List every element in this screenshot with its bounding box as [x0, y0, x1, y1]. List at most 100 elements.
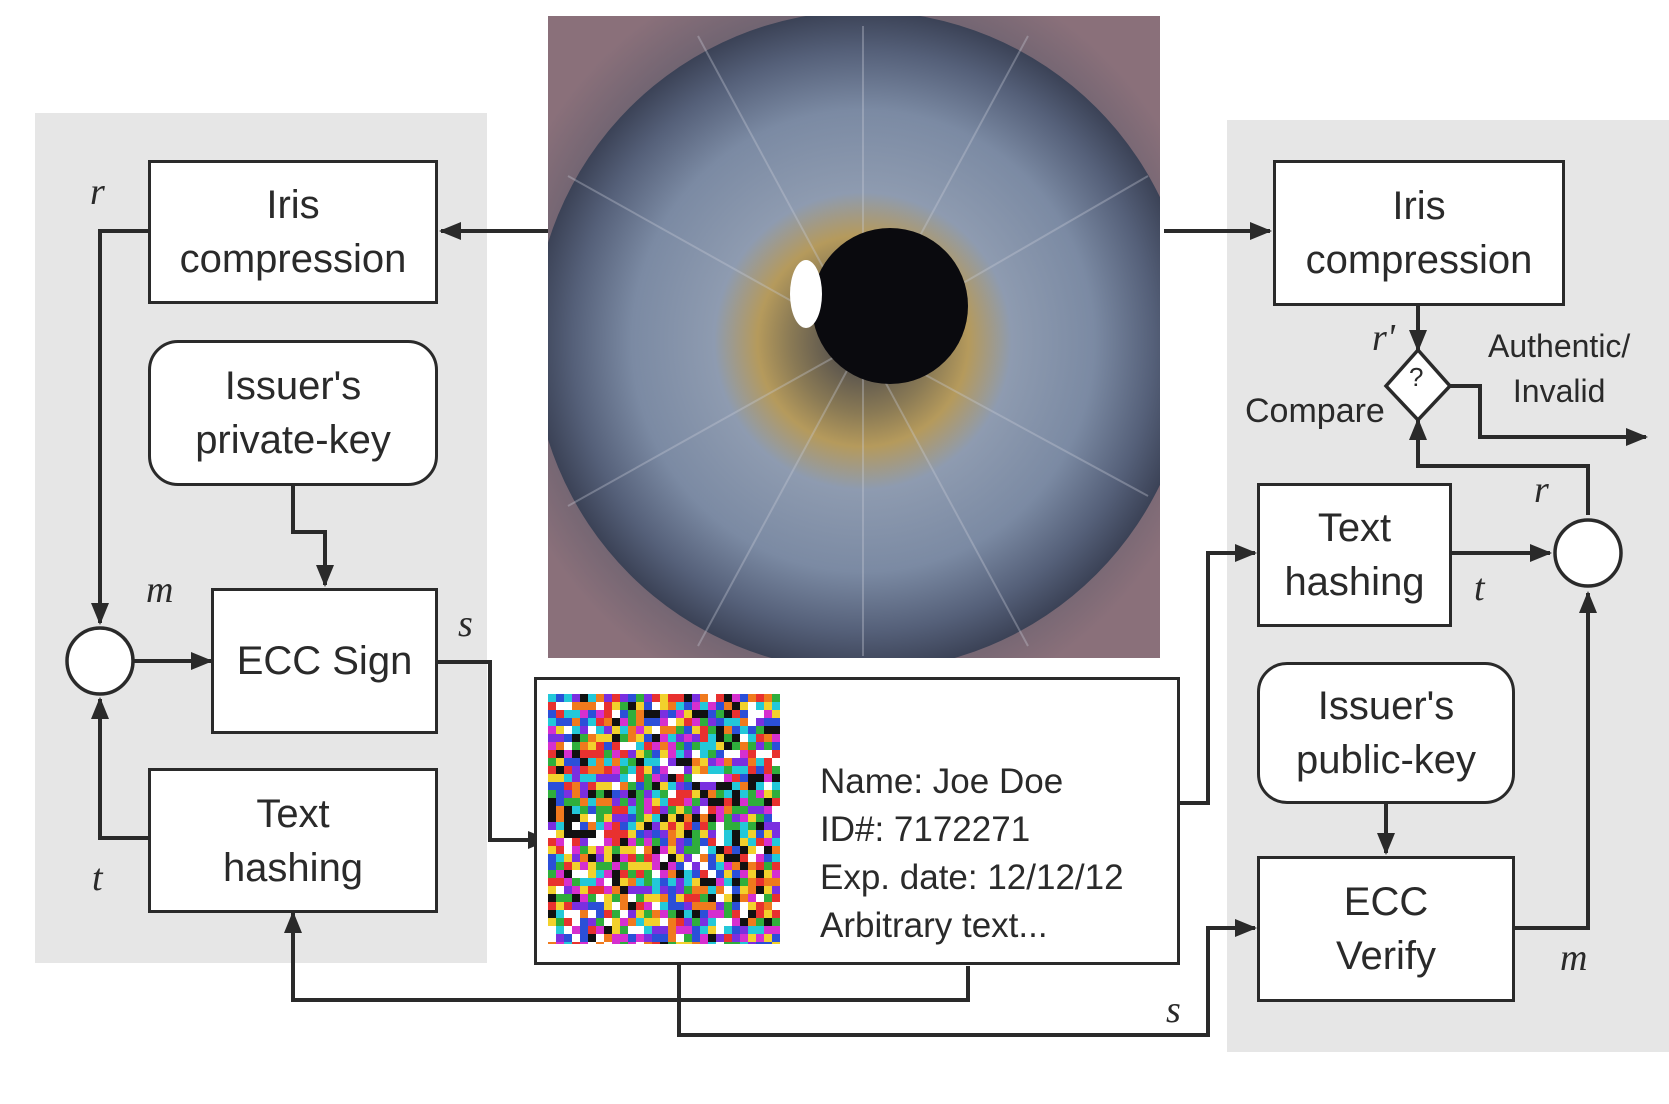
barcode-pixel — [668, 694, 676, 702]
barcode-pixel — [652, 782, 660, 790]
barcode-pixel — [636, 758, 644, 766]
barcode-pixel — [636, 902, 644, 910]
barcode-pixel — [644, 758, 652, 766]
barcode-pixel — [668, 766, 676, 774]
barcode-pixel — [620, 838, 628, 846]
barcode-pixel — [588, 790, 596, 798]
barcode-pixel — [764, 918, 772, 926]
barcode-pixel — [628, 726, 636, 734]
barcode-pixel — [612, 902, 620, 910]
barcode-pixel — [716, 838, 724, 846]
barcode-pixel — [588, 894, 596, 902]
signer-var-s: s — [458, 603, 473, 645]
barcode-pixel — [708, 838, 716, 846]
barcode-pixel — [756, 726, 764, 734]
barcode-pixel — [604, 870, 612, 878]
barcode-pixel — [652, 918, 660, 926]
barcode-pixel — [644, 894, 652, 902]
barcode-pixel — [676, 726, 684, 734]
barcode-pixel — [668, 790, 676, 798]
barcode-pixel — [556, 854, 564, 862]
barcode-pixel — [684, 806, 692, 814]
barcode-pixel — [596, 718, 604, 726]
barcode-pixel — [732, 726, 740, 734]
barcode-pixel — [564, 702, 572, 710]
barcode-pixel — [572, 790, 580, 798]
barcode-pixel — [580, 806, 588, 814]
barcode-pixel — [580, 942, 588, 944]
barcode-pixel — [572, 750, 580, 758]
barcode-pixel — [652, 902, 660, 910]
barcode-pixel — [652, 798, 660, 806]
barcode-pixel — [652, 702, 660, 710]
barcode-pixel — [556, 846, 564, 854]
barcode-pixel — [652, 750, 660, 758]
barcode-pixel — [740, 942, 748, 944]
barcode-pixel — [548, 702, 556, 710]
barcode-pixel — [724, 790, 732, 798]
barcode-pixel — [668, 918, 676, 926]
barcode-pixel — [660, 934, 668, 942]
arrow-sign-to-card — [437, 660, 550, 849]
barcode-pixel — [548, 934, 556, 942]
barcode-pixel — [628, 862, 636, 870]
barcode-pixel — [668, 742, 676, 750]
barcode-pixel — [548, 750, 556, 758]
barcode-pixel — [748, 942, 756, 944]
barcode-pixel — [596, 750, 604, 758]
barcode-pixel — [572, 734, 580, 742]
barcode-pixel — [548, 734, 556, 742]
barcode-pixel — [588, 814, 596, 822]
barcode-pixel — [748, 798, 756, 806]
barcode-pixel — [668, 822, 676, 830]
barcode-pixel — [692, 766, 700, 774]
barcode-pixel — [756, 838, 764, 846]
barcode-pixel — [652, 910, 660, 918]
barcode-pixel — [756, 942, 764, 944]
barcode-pixel — [708, 926, 716, 934]
barcode-pixel — [700, 758, 708, 766]
barcode-pixel — [596, 734, 604, 742]
barcode-pixel — [716, 902, 724, 910]
barcode-pixel — [748, 926, 756, 934]
barcode-pixel — [636, 814, 644, 822]
barcode-pixel — [548, 774, 556, 782]
barcode-pixel — [620, 798, 628, 806]
card-exp-line: Exp. date: 12/12/12 — [820, 858, 1124, 897]
barcode-pixel — [764, 798, 772, 806]
barcode-pixel — [612, 894, 620, 902]
barcode-pixel — [548, 814, 556, 822]
barcode-pixel — [604, 934, 612, 942]
barcode-pixel — [572, 854, 580, 862]
box-line: Text — [256, 791, 330, 836]
barcode-pixel — [684, 798, 692, 806]
barcode-pixel — [620, 878, 628, 886]
compare-label: Compare — [1245, 392, 1385, 430]
barcode-pixel — [620, 918, 628, 926]
barcode-pixel — [708, 854, 716, 862]
barcode-pixel — [596, 902, 604, 910]
barcode-pixel — [692, 934, 700, 942]
barcode-pixel — [628, 734, 636, 742]
barcode-pixel — [772, 782, 780, 790]
barcode-pixel — [612, 878, 620, 886]
barcode-pixel — [588, 934, 596, 942]
barcode-pixel — [700, 742, 708, 750]
barcode-pixel — [620, 870, 628, 878]
barcode-pixel — [564, 766, 572, 774]
barcode-pixel — [556, 782, 564, 790]
verifier-var-r-prime: r' — [1372, 317, 1395, 359]
barcode-pixel — [652, 942, 660, 944]
barcode-pixel — [740, 838, 748, 846]
barcode-pixel — [636, 694, 644, 702]
barcode-pixel — [548, 758, 556, 766]
barcode-pixel — [748, 694, 756, 702]
barcode-pixel — [764, 910, 772, 918]
barcode-pixel — [636, 894, 644, 902]
result-label: Authentic/ Invalid — [1488, 324, 1630, 414]
barcode-pixel — [564, 806, 572, 814]
barcode-pixel — [556, 702, 564, 710]
barcode-pixel — [620, 926, 628, 934]
barcode-pixel — [612, 710, 620, 718]
barcode-pixel — [716, 734, 724, 742]
